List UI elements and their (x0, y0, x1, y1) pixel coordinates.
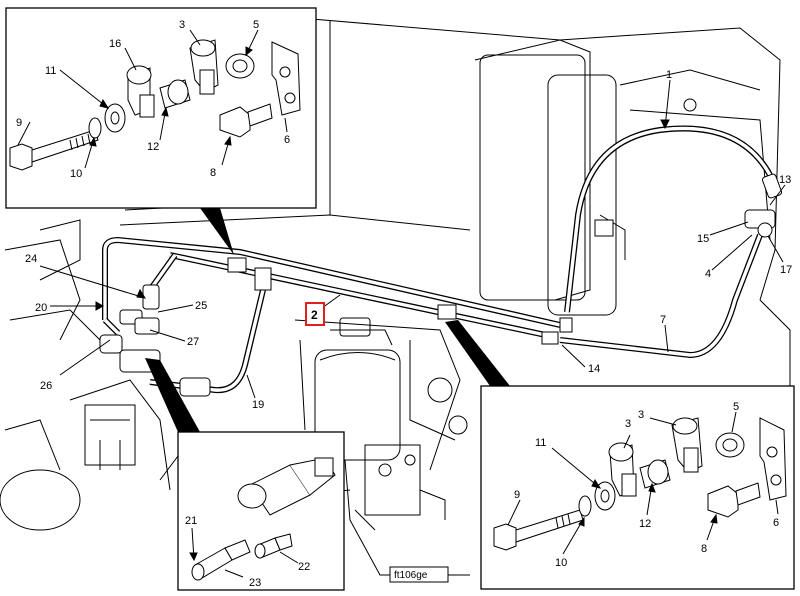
inset-top-left: 11 16 3 5 9 10 12 6 8 (5, 7, 317, 209)
callout-15: 15 (697, 233, 709, 245)
callout-7: 7 (660, 314, 666, 326)
br-callout-6: 6 (773, 517, 779, 529)
br-callout-3b: 3 (638, 409, 644, 421)
tl-callout-8: 8 (210, 167, 216, 179)
callout-2: 2 (311, 308, 318, 322)
callout-26: 26 (40, 380, 52, 392)
callout-20: 20 (35, 302, 47, 314)
bl-callout-23: 23 (249, 577, 261, 589)
callout-13: 13 (779, 174, 791, 186)
figure-code: ft106ge (394, 570, 428, 581)
tl-callout-3: 3 (179, 19, 185, 31)
br-callout-12: 12 (639, 518, 651, 530)
callout-25: 25 (195, 300, 207, 312)
callout-17: 17 (780, 264, 792, 276)
main-callouts: 1 13 15 4 17 7 14 19 24 20 25 27 26 2 (25, 69, 792, 411)
br-callout-5: 5 (733, 401, 739, 413)
br-callout-9: 9 (514, 489, 520, 501)
br-callout-3a: 3 (625, 418, 631, 430)
br-callout-8: 8 (701, 543, 707, 555)
tl-callout-6: 6 (284, 134, 290, 146)
callout-27: 27 (187, 336, 199, 348)
callout-14: 14 (588, 363, 600, 375)
callout-24: 24 (25, 253, 37, 265)
tl-callout-9: 9 (16, 117, 22, 129)
br-callout-10: 10 (555, 557, 567, 569)
tl-callout-5: 5 (253, 19, 259, 31)
tl-callout-11: 11 (45, 65, 56, 77)
callout-1: 1 (666, 69, 672, 81)
inset-bottom-left: 21 22 23 (177, 431, 345, 591)
callout-19: 19 (252, 399, 264, 411)
inset-bottom-right: 11 3 3 5 9 10 12 6 8 (480, 385, 795, 590)
callout-4: 4 (705, 268, 711, 280)
br-callout-11: 11 (535, 437, 546, 449)
figure-code-box: ft106ge (389, 566, 449, 583)
tl-callout-16: 16 (109, 38, 121, 50)
callout-2-highlight-box (305, 302, 325, 326)
tl-callout-12: 12 (147, 141, 159, 153)
bl-callout-21: 21 (185, 515, 197, 527)
inset-pointers (145, 208, 510, 432)
tl-callout-10: 10 (70, 168, 82, 180)
bl-callout-22: 22 (298, 561, 310, 573)
